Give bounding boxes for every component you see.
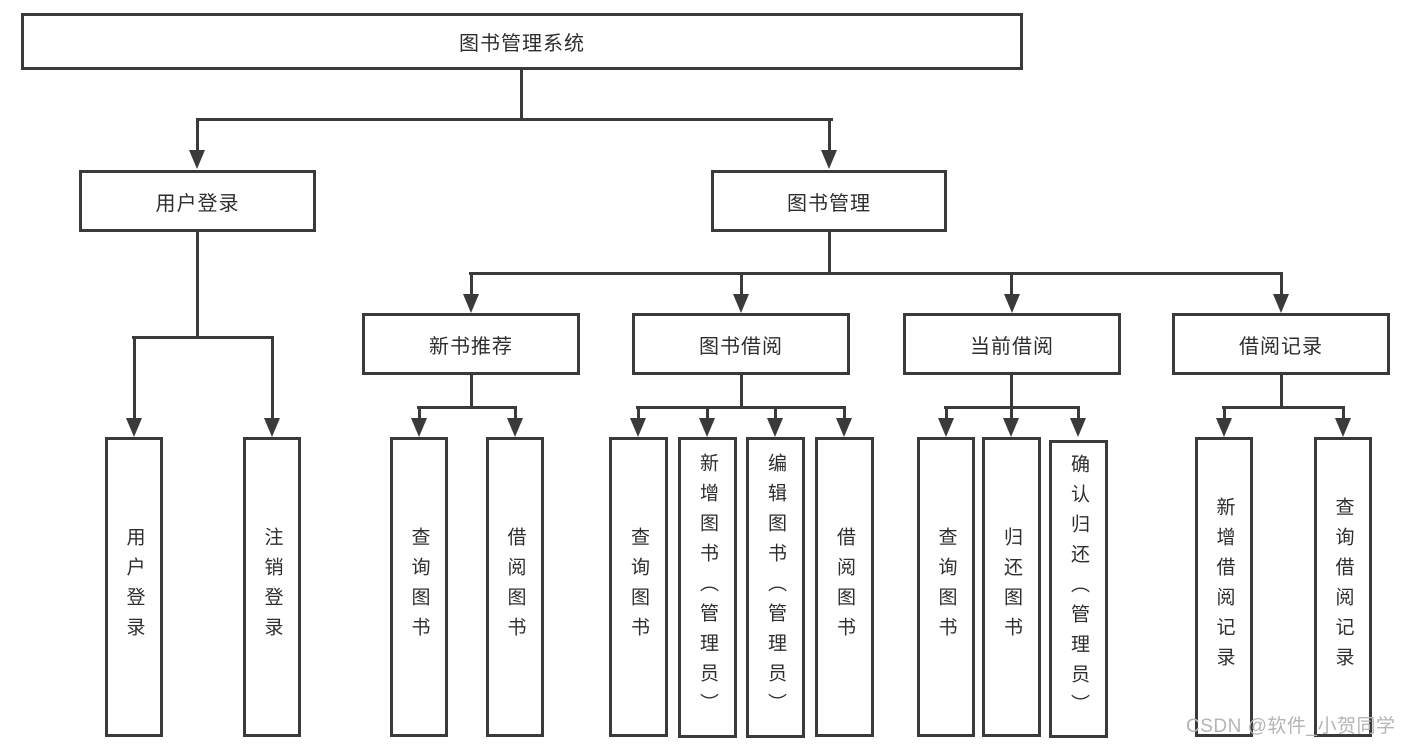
connector-br-split xyxy=(1222,406,1345,409)
connector-cb-drop xyxy=(1010,375,1013,406)
arrow-down-icon xyxy=(1335,418,1351,437)
connector-bookmgmt-drop xyxy=(828,232,831,272)
node-leaf-user-login: 用户登录 xyxy=(105,437,163,737)
connector-root-split xyxy=(196,118,833,121)
connector-stem xyxy=(637,406,640,425)
node-leaf-bb-query-books: 查询图书 xyxy=(609,437,668,737)
connector-stem-new-book xyxy=(470,272,473,301)
arrow-down-icon xyxy=(821,150,837,169)
node-leaf-cb-query-books: 查询图书 xyxy=(917,437,975,737)
node-leaf-bb-edit-books-admin: 编辑图书（管理员） xyxy=(746,437,805,738)
connector-root-drop xyxy=(520,70,523,118)
connector-stem xyxy=(1342,406,1345,425)
node-leaf-cb-return-books: 归还图书 xyxy=(982,437,1041,737)
arrow-down-icon xyxy=(1004,294,1020,313)
connector-stem-borrow-records xyxy=(1280,272,1283,301)
connector-nbr-drop xyxy=(470,375,473,406)
connector-stem xyxy=(418,406,421,425)
connector-stem-current-borrow xyxy=(1010,272,1013,301)
arrow-down-icon xyxy=(1216,418,1232,437)
connector-stem xyxy=(843,406,846,425)
arrow-down-icon xyxy=(836,418,852,437)
connector-stem xyxy=(1077,406,1080,425)
connector-userlogin-drop xyxy=(196,232,199,336)
connector-bookmgmt-split xyxy=(469,272,1283,275)
arrow-down-icon xyxy=(507,418,523,437)
node-leaf-logout: 注销登录 xyxy=(243,437,301,737)
connector-userlogin-split xyxy=(132,336,273,339)
node-leaf-br-query-record: 查询借阅记录 xyxy=(1314,437,1372,737)
connector-stem xyxy=(706,406,709,425)
node-borrow-records: 借阅记录 xyxy=(1172,313,1390,375)
node-leaf-nbr-query-books: 查询图书 xyxy=(390,437,448,737)
connector-stem-user-login xyxy=(196,118,199,157)
arrow-down-icon xyxy=(733,294,749,313)
node-new-book-recommend: 新书推荐 xyxy=(362,313,580,375)
arrow-down-icon xyxy=(630,418,646,437)
node-leaf-bb-borrow-books: 借阅图书 xyxy=(815,437,874,737)
connector-stem xyxy=(514,406,517,425)
connector-stem-book-borrow xyxy=(740,272,743,301)
arrow-down-icon xyxy=(264,418,280,437)
arrow-down-icon xyxy=(938,418,954,437)
connector-br-drop xyxy=(1280,375,1283,406)
connector-stem xyxy=(945,406,948,425)
arrow-down-icon xyxy=(767,418,783,437)
arrow-down-icon xyxy=(189,150,205,169)
node-book-management: 图书管理 xyxy=(711,170,947,232)
connector-stem-book-management xyxy=(828,118,831,157)
arrow-down-icon xyxy=(1003,418,1019,437)
node-leaf-nbr-borrow-books: 借阅图书 xyxy=(486,437,544,737)
node-leaf-bb-add-books-admin: 新增图书（管理员） xyxy=(678,437,737,738)
arrow-down-icon xyxy=(463,294,479,313)
arrow-down-icon xyxy=(699,418,715,437)
arrow-down-icon xyxy=(1070,418,1086,437)
arrow-down-icon xyxy=(126,418,142,437)
node-user-login: 用户登录 xyxy=(79,170,316,232)
arrow-down-icon xyxy=(411,418,427,437)
connector-stem xyxy=(1223,406,1226,425)
connector-stem-logout xyxy=(271,336,274,425)
connector-bb-drop xyxy=(740,375,743,406)
arrow-down-icon xyxy=(1273,294,1289,313)
connector-stem xyxy=(774,406,777,425)
node-leaf-cb-confirm-return-admin: 确认归还（管理员） xyxy=(1049,440,1108,738)
node-book-borrow: 图书借阅 xyxy=(632,313,850,375)
watermark: CSDN @软件_小贺同学 xyxy=(1186,716,1396,737)
connector-bb-split xyxy=(636,406,846,409)
node-leaf-br-add-record: 新增借阅记录 xyxy=(1195,437,1253,737)
node-library-management-system: 图书管理系统 xyxy=(21,13,1023,70)
node-current-borrow: 当前借阅 xyxy=(903,313,1121,375)
connector-nbr-split xyxy=(417,406,517,409)
connector-stem xyxy=(1010,406,1013,425)
connector-stem-login xyxy=(133,336,136,425)
